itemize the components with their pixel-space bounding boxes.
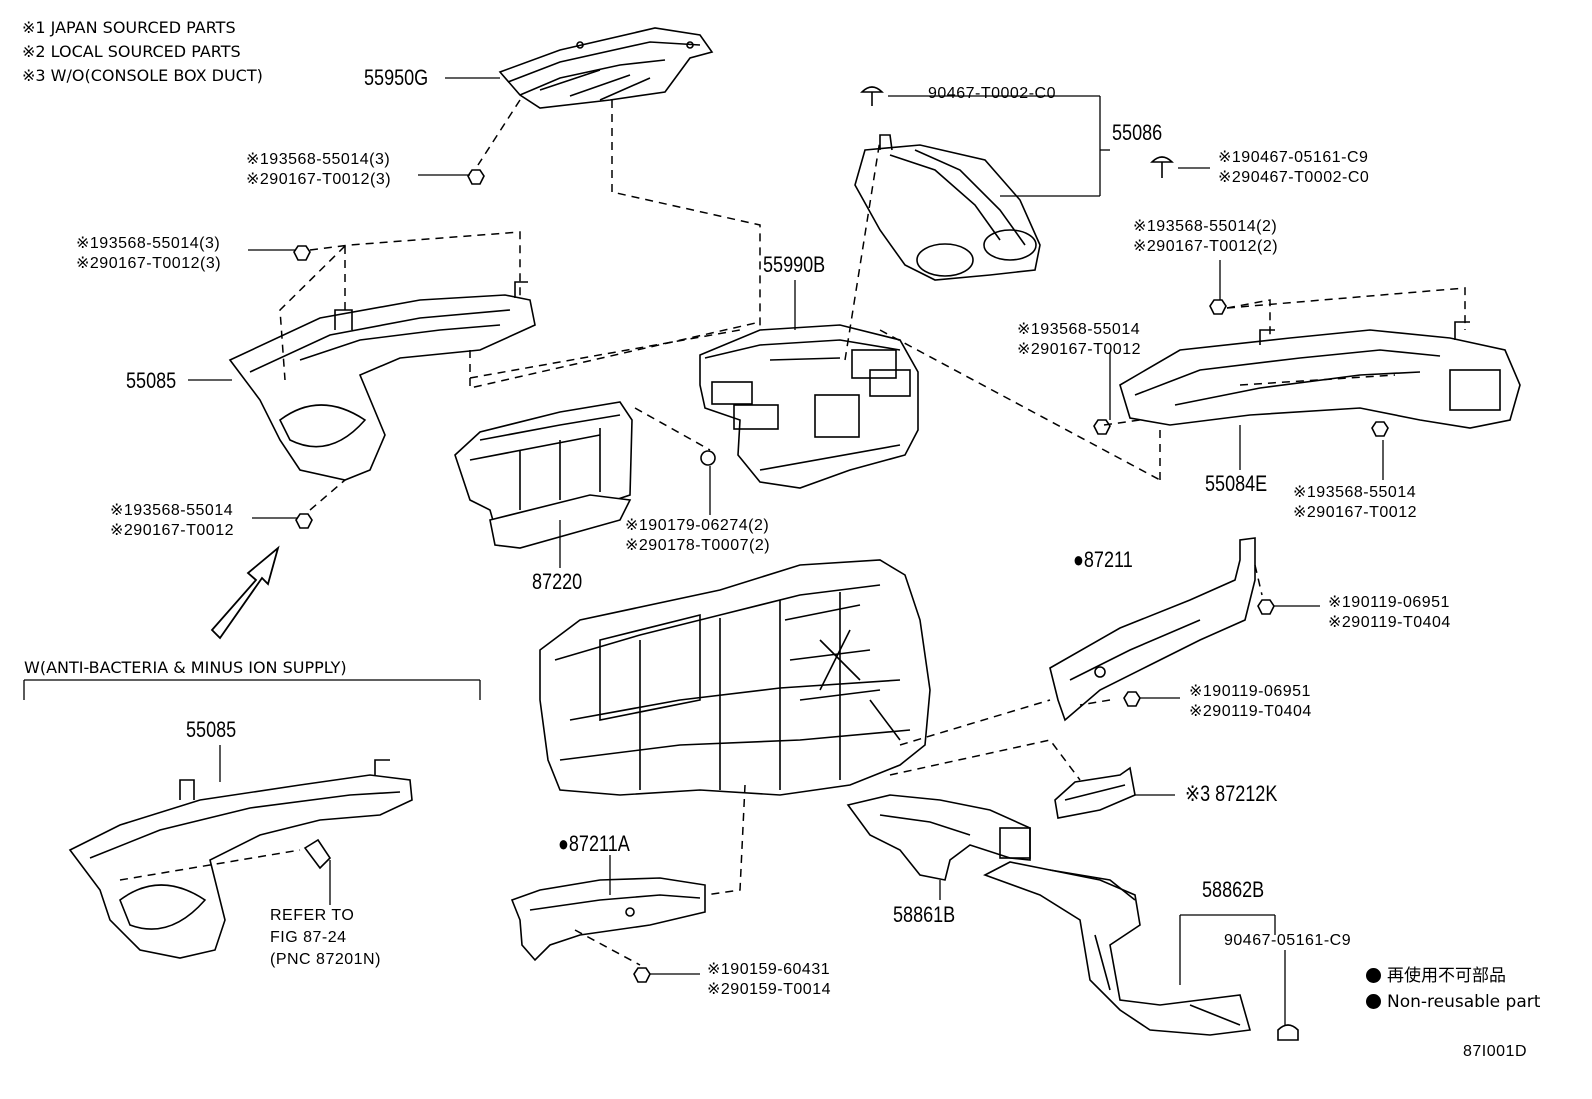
refer-line-1: REFER TO — [270, 907, 355, 924]
fastener-label[interactable]: ※193568-55014 — [110, 502, 234, 519]
part-label-87211[interactable]: ●87211 — [1073, 547, 1133, 572]
legend-english-text: Non-reusable part — [1387, 992, 1541, 1012]
fastener-label[interactable]: 90467-05161-C9 — [1224, 932, 1352, 949]
fastener-label[interactable]: ※190159-60431 — [707, 961, 831, 978]
fastener-label[interactable]: ※190119-06951 — [1189, 683, 1311, 700]
non-reusable-dot-icon — [1366, 968, 1381, 983]
part-hvac-unit-drawing — [539, 559, 931, 796]
fastener-label[interactable]: ※190467-05161-C9 — [1218, 149, 1369, 166]
part-label-87212k[interactable]: ※3 87212K — [1185, 781, 1278, 806]
fastener-label[interactable]: ※190119-06951 — [1328, 594, 1450, 611]
part-87211-drawing — [1049, 537, 1256, 722]
fastener-label[interactable]: ※290159-T0014 — [707, 981, 831, 998]
fastener-label[interactable]: ※290167-T0012(3) — [246, 171, 392, 188]
fastener-label[interactable]: ※290119-T0404 — [1189, 703, 1312, 720]
legend-japanese-text: 再使用不可部品 — [1387, 966, 1506, 986]
part-label-55990b[interactable]: 55990B — [763, 252, 826, 277]
fastener-label[interactable]: ※290167-T0012 — [1017, 341, 1141, 358]
legend-english: Non-reusable part — [1366, 994, 1540, 1011]
leader-lines — [188, 77, 1384, 1025]
part-58861b-drawing — [846, 794, 1031, 881]
note-console-box-duct: ※3 W/O(CONSOLE BOX DUCT) — [22, 66, 263, 85]
note-japan-sourced: ※1 JAPAN SOURCED PARTS — [22, 18, 236, 37]
fastener-label[interactable]: ※193568-55014 — [1017, 321, 1141, 338]
figure-code: 87I001D — [1463, 1043, 1527, 1060]
part-55085-lower-drawing — [68, 759, 413, 959]
part-label-55085-lower[interactable]: 55085 — [186, 717, 237, 742]
fastener-label[interactable]: ※193568-55014 — [1293, 484, 1417, 501]
fastener-label[interactable]: ※193568-55014(2) — [1133, 218, 1278, 235]
fastener-label[interactable]: ※290467-T0002-C0 — [1218, 169, 1370, 186]
part-87220-drawing — [454, 401, 633, 549]
part-label-55086[interactable]: 55086 — [1112, 120, 1163, 145]
part-label-58862b[interactable]: 58862B — [1202, 877, 1265, 902]
part-label-87220[interactable]: 87220 — [532, 569, 583, 594]
refer-line-3: (PNC 87201N) — [270, 951, 381, 968]
part-87212k-drawing — [1054, 766, 1136, 819]
legend-japanese: 再使用不可部品 — [1366, 968, 1506, 985]
non-reusable-dot-icon — [1366, 994, 1381, 1009]
fastener-label[interactable]: ※290167-T0012(3) — [76, 255, 222, 272]
part-label-55950g[interactable]: 55950G — [364, 65, 429, 90]
refer-line-2: FIG 87-24 — [270, 929, 347, 946]
fastener-label[interactable]: ※290167-T0012 — [110, 522, 234, 539]
option-label: W(ANTI-BACTERIA & MINUS ION SUPPLY) — [24, 658, 347, 677]
fastener-label[interactable]: ※290167-T0012 — [1293, 504, 1417, 521]
part-55990b-drawing — [699, 324, 919, 489]
part-87211a-drawing — [510, 877, 706, 962]
fastener-label[interactable]: ※190179-06274(2) — [625, 517, 770, 534]
fastener-label[interactable]: ※193568-55014(3) — [76, 235, 221, 252]
dashed-assembly-lines — [119, 99, 1466, 966]
part-55950g-drawing — [498, 27, 714, 109]
direction-arrow-icon — [210, 545, 280, 640]
fastener-label[interactable]: ※290167-T0012(2) — [1133, 238, 1279, 255]
part-label-55085-upper[interactable]: 55085 — [126, 368, 177, 393]
fastener-label[interactable]: ※290119-T0404 — [1328, 614, 1451, 631]
option-bracket — [23, 679, 481, 700]
fastener-label[interactable]: 90467-T0002-C0 — [928, 85, 1056, 102]
part-label-55084e[interactable]: 55084E — [1205, 471, 1268, 496]
part-55085-upper-drawing — [228, 281, 536, 481]
fastener-icons — [293, 86, 1389, 1041]
fastener-label[interactable]: ※290178-T0007(2) — [625, 537, 771, 554]
part-55086-drawing — [854, 134, 1041, 281]
part-label-58861b[interactable]: 58861B — [893, 902, 956, 927]
part-55084e-drawing — [1119, 321, 1521, 429]
part-58862b-drawing — [983, 861, 1252, 1036]
note-local-sourced: ※2 LOCAL SOURCED PARTS — [22, 42, 241, 61]
part-label-87211a[interactable]: ●87211A — [558, 831, 630, 856]
fastener-label[interactable]: ※193568-55014(3) — [246, 151, 391, 168]
